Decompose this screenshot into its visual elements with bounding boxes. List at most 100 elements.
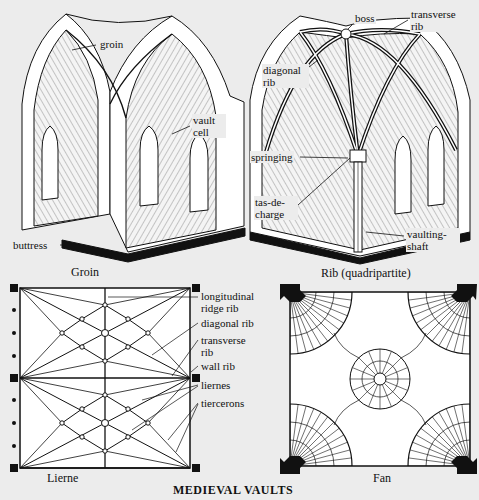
fan-plan	[290, 422, 334, 466]
rib-vault-drawing	[266, 29, 456, 156]
part-label: boss	[354, 12, 376, 24]
rib-vault-drawing	[358, 162, 359, 252]
lierne-plan	[132, 386, 198, 430]
lierne-plan	[176, 404, 198, 452]
lierne-bay	[126, 345, 130, 349]
fan-plan	[290, 292, 470, 466]
part-label: vault cell	[192, 114, 226, 138]
lierne-bay	[103, 359, 107, 363]
lierne-bay	[148, 378, 190, 423]
lierne-plan	[10, 464, 18, 472]
lierne-bay	[146, 331, 150, 335]
panel-title: Fan	[372, 472, 392, 484]
rib-vault-drawing	[395, 136, 411, 214]
part-label: tiercerons	[200, 397, 245, 409]
lierne-bay	[105, 288, 190, 305]
lierne-bay	[80, 345, 84, 349]
rib-vault-drawing	[358, 34, 420, 156]
lierne-plan	[142, 385, 198, 400]
lierne-bay	[80, 317, 84, 321]
fan-plan	[451, 456, 477, 474]
rib-vault-drawing	[358, 34, 420, 156]
part-label: springing	[250, 151, 294, 163]
lierne-plan	[20, 288, 190, 468]
fan-plan	[374, 373, 386, 385]
fan-plan	[382, 351, 391, 373]
fan-plan	[401, 400, 426, 425]
figure-caption: MEDIEVAL VAULTS	[172, 484, 294, 496]
part-label: vaulting-shaft	[406, 228, 460, 252]
lierne-plan	[172, 340, 198, 376]
lierne-plan	[10, 284, 18, 292]
fan-plan	[386, 381, 408, 390]
lierne-plan	[10, 284, 200, 472]
lierne-bay	[126, 435, 130, 439]
part-label: diagonal rib	[262, 64, 309, 88]
fan-plan	[380, 385, 381, 409]
lierne-bay	[80, 407, 84, 411]
lierne-bay	[20, 451, 105, 468]
fan-plan	[401, 333, 426, 358]
groin-vault-drawing	[190, 134, 208, 212]
lierne-bay	[20, 288, 62, 333]
lierne-plan	[12, 354, 16, 358]
lierne-bay	[105, 378, 190, 395]
lierne-plan	[192, 464, 200, 472]
lierne-bay	[20, 288, 190, 378]
fan-plan	[352, 381, 374, 390]
rib-vault-drawing	[341, 29, 351, 39]
rib-vault-drawing	[384, 20, 408, 34]
lierne-bay	[126, 407, 130, 411]
groin-vault-drawing	[110, 16, 244, 252]
fan-plan	[380, 349, 381, 373]
lierne-plan	[20, 288, 190, 468]
groin-vault-drawing	[126, 34, 216, 248]
rib-vault-drawing	[250, 16, 470, 264]
fan-plan	[470, 292, 471, 354]
rib-vault-drawing	[366, 232, 404, 236]
fan-plan	[451, 284, 477, 302]
lierne-bay	[60, 331, 64, 335]
lierne-bay	[102, 420, 109, 427]
fan-plan	[384, 383, 401, 400]
rib-vault-drawing	[298, 158, 350, 205]
part-label: diagonal rib	[200, 317, 255, 329]
lierne-bay	[60, 421, 64, 425]
rib-vault-drawing	[300, 32, 358, 156]
lierne-bay	[20, 378, 62, 423]
fan-plan	[426, 292, 470, 336]
lierne-bay	[105, 361, 190, 378]
lierne-plan	[10, 284, 200, 472]
lierne-bay	[103, 393, 107, 397]
groin-vault-drawing	[140, 126, 158, 206]
fan-plan	[426, 422, 470, 466]
lierne-bay	[105, 451, 190, 468]
rib-vault-drawing	[266, 29, 456, 156]
rib-vault-drawing	[300, 29, 420, 34]
rib-vault-drawing	[348, 25, 352, 29]
lierne-bay	[62, 395, 148, 451]
fan-plan	[280, 284, 477, 474]
lierne-bay	[80, 435, 84, 439]
groin-vault-drawing	[66, 30, 126, 118]
lierne-plan	[152, 323, 198, 355]
fan-plan	[228, 230, 479, 500]
fan-plan	[280, 456, 306, 474]
fan-plan	[352, 368, 374, 377]
fan-plan	[386, 379, 410, 380]
fan-plan	[408, 404, 470, 466]
lierne-plan	[12, 444, 16, 448]
lierne-plan	[108, 297, 198, 298]
lierne-plan	[10, 374, 18, 382]
lierne-bay	[102, 330, 109, 337]
fan-plan	[359, 383, 376, 400]
lierne-bay	[103, 449, 107, 453]
part-label: transverse rib	[410, 8, 467, 32]
groin-vault-drawing	[60, 245, 76, 246]
lierne-bay	[20, 378, 190, 468]
fan-plan	[290, 292, 470, 466]
part-label: transverse rib	[200, 334, 258, 358]
lierne-plan	[12, 398, 16, 402]
part-label: tas-de-charge	[254, 196, 298, 220]
rib-vault-drawing	[250, 16, 470, 256]
